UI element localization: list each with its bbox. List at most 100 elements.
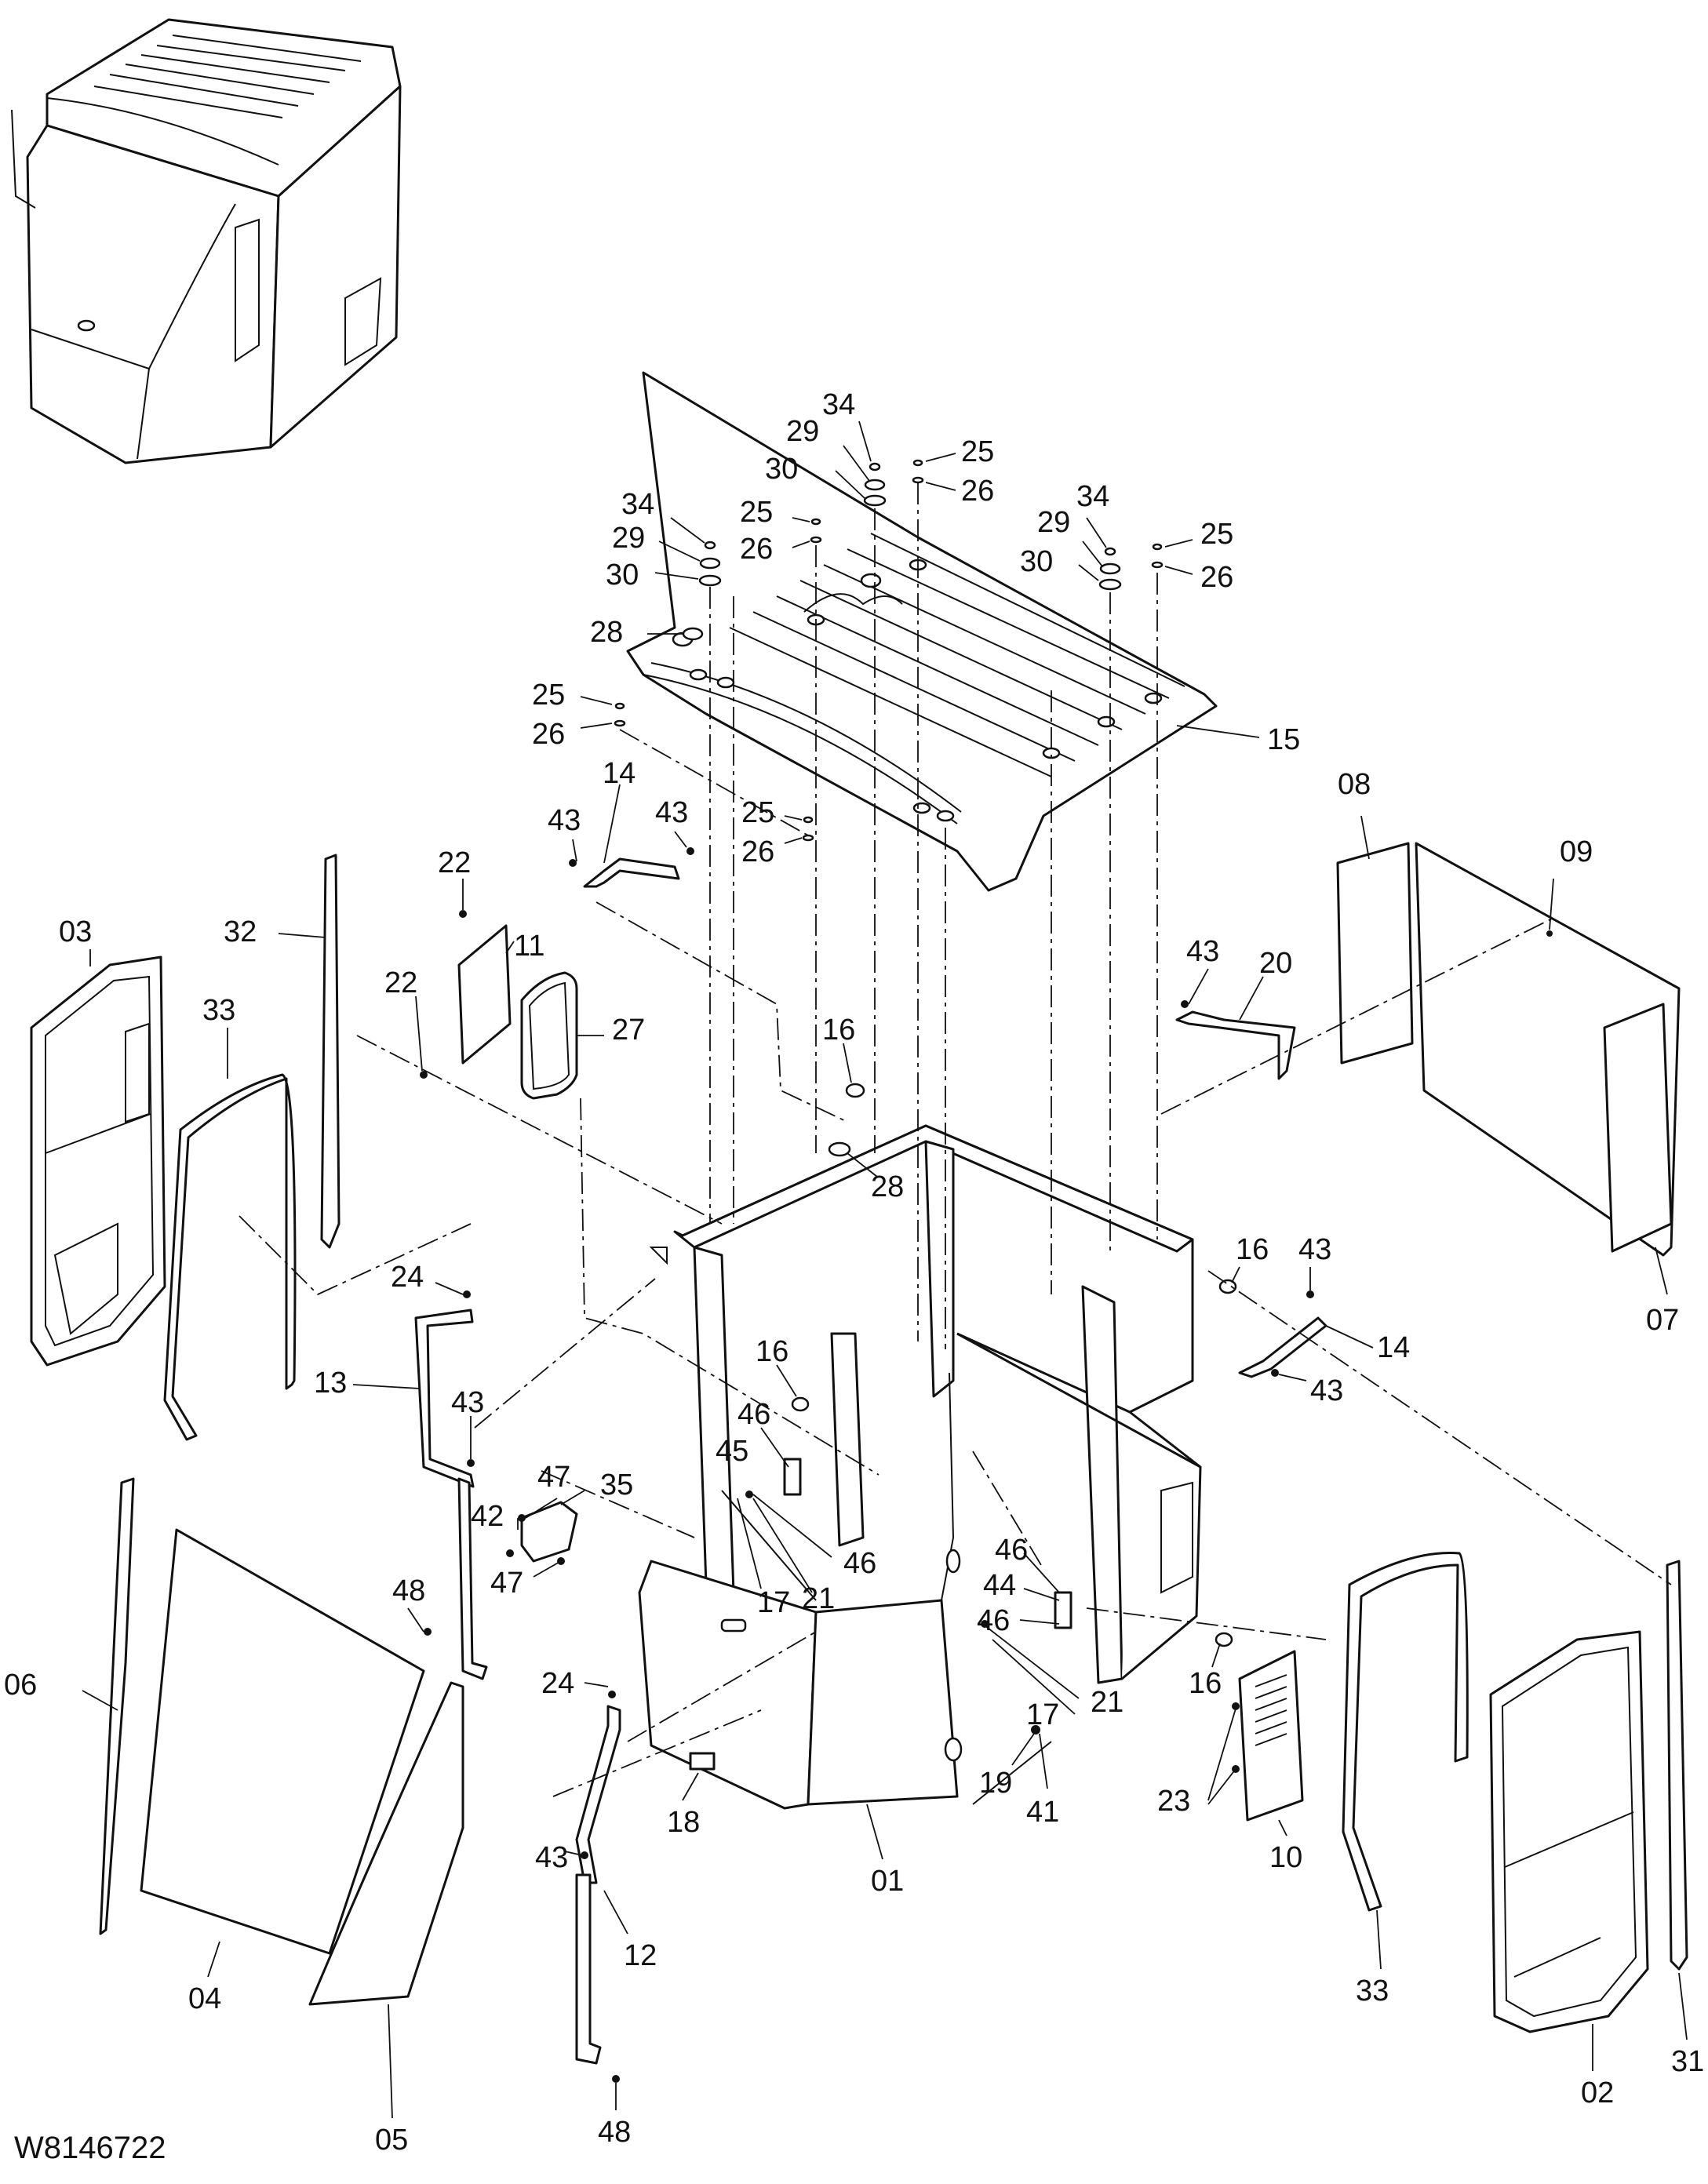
left-door-03: [30, 956, 166, 1367]
callout-47: 47: [490, 1567, 523, 1600]
callout-43: 43: [1186, 935, 1219, 968]
callout-17: 17: [1026, 1698, 1059, 1731]
callout-26: 26: [532, 718, 565, 751]
callout-45: 45: [716, 1435, 748, 1468]
callout-22: 22: [384, 966, 417, 999]
callout-48: 48: [598, 2116, 631, 2149]
callout-29: 29: [786, 415, 819, 448]
callout-48: 48: [392, 1574, 425, 1607]
callout-41: 41: [1026, 1796, 1059, 1829]
glass-04: [140, 1528, 425, 1955]
callout-16: 16: [822, 1014, 855, 1046]
callout-29: 29: [612, 522, 645, 555]
callout-06: 06: [4, 1669, 37, 1702]
vent-slots: [1255, 1674, 1287, 1746]
side-panel-07: [1603, 1003, 1673, 1253]
callout-25: 25: [961, 435, 994, 468]
callout-33: 33: [202, 994, 235, 1027]
label-18: [689, 1752, 716, 1771]
callout-16: 16: [1189, 1667, 1222, 1700]
callout-25: 25: [741, 796, 774, 829]
callout-33: 33: [1356, 1975, 1389, 2007]
callout-47: 47: [537, 1461, 570, 1494]
callout-25: 25: [1200, 518, 1233, 551]
callout-27: 27: [612, 1014, 645, 1046]
grab-handle-13: [414, 1309, 475, 1488]
strip-32: [320, 854, 341, 1249]
callout-31: 31: [1671, 2045, 1704, 2078]
callout-30: 30: [765, 453, 798, 486]
callout-46: 46: [843, 1547, 876, 1580]
grab-handle-14-top: [583, 857, 680, 888]
callout-16: 16: [756, 1335, 788, 1368]
assembly-centerlines: [239, 482, 1672, 1797]
callout-26: 26: [741, 835, 774, 868]
callout-24: 24: [391, 1261, 424, 1294]
callout-34: 34: [1076, 480, 1109, 513]
callout-29: 29: [1037, 506, 1070, 539]
callout-14: 14: [603, 757, 635, 790]
callout-02: 02: [1581, 2077, 1614, 2109]
callout-23: 23: [1157, 1785, 1190, 1818]
callout-10: 10: [1269, 1841, 1302, 1874]
door-seal-33-right: [1342, 1552, 1469, 1912]
grab-handle-20: [1175, 1010, 1296, 1080]
callout-18: 18: [667, 1806, 700, 1839]
callout-26: 26: [961, 475, 994, 508]
callout-43: 43: [1310, 1374, 1343, 1407]
callout-08: 08: [1338, 768, 1371, 801]
callout-24: 24: [541, 1667, 574, 1700]
callout-46: 46: [995, 1534, 1028, 1567]
callout-34: 34: [621, 488, 654, 521]
callout-34: 34: [822, 388, 855, 421]
grab-handle-12: [575, 1705, 621, 1884]
callout-22: 22: [438, 846, 471, 879]
grab-handle-14-right: [1238, 1316, 1327, 1378]
callout-42: 42: [471, 1500, 504, 1533]
callout-04: 04: [188, 1982, 221, 2015]
callout-43: 43: [535, 1841, 568, 1874]
callout-28: 28: [590, 616, 623, 649]
callout-28: 28: [871, 1170, 904, 1203]
window-panel-11: [457, 924, 512, 1065]
callout-12: 12: [624, 1939, 657, 1972]
callout-25: 25: [740, 496, 773, 529]
callout-07: 07: [1646, 1304, 1679, 1337]
drawing-code: W8146722: [14, 2131, 166, 2165]
callout-labels: 34 29 30 25 26 34 29 30 25 26 34 29 30 2…: [4, 388, 1704, 2157]
callout-26: 26: [740, 533, 773, 566]
callout-03: 03: [59, 915, 92, 948]
callout-46: 46: [977, 1604, 1010, 1637]
callout-30: 30: [1020, 545, 1053, 578]
bracket-45: [783, 1458, 802, 1496]
callout-35: 35: [600, 1469, 633, 1502]
right-door-02: [1489, 1630, 1649, 2033]
callout-21: 21: [802, 1582, 835, 1615]
fasteners: [420, 459, 1553, 2083]
callout-16: 16: [1236, 1233, 1269, 1266]
callout-13: 13: [314, 1367, 347, 1400]
callout-46: 46: [737, 1398, 770, 1431]
callout-25: 25: [532, 679, 565, 712]
grab-handle-13-lower: [457, 1477, 488, 1680]
glass-05: [308, 1681, 464, 2006]
roof-panel-15: [626, 371, 1218, 892]
cab-frame-01: [638, 1124, 1202, 1810]
callout-43: 43: [548, 804, 581, 837]
callout-21: 21: [1091, 1686, 1123, 1719]
leader-lines: [82, 420, 1688, 2119]
callout-05: 05: [375, 2124, 408, 2157]
side-panel-08: [1336, 842, 1414, 1065]
glass-06: [99, 1477, 135, 1935]
callout-43: 43: [1298, 1233, 1331, 1266]
callout-09: 09: [1560, 835, 1593, 868]
bracket-35: [520, 1501, 578, 1563]
callout-26: 26: [1200, 561, 1233, 594]
bracket-44: [1054, 1591, 1073, 1629]
callout-19: 19: [979, 1767, 1012, 1800]
callout-20: 20: [1259, 947, 1292, 980]
callout-17: 17: [757, 1586, 790, 1619]
callout-11: 11: [514, 930, 544, 963]
